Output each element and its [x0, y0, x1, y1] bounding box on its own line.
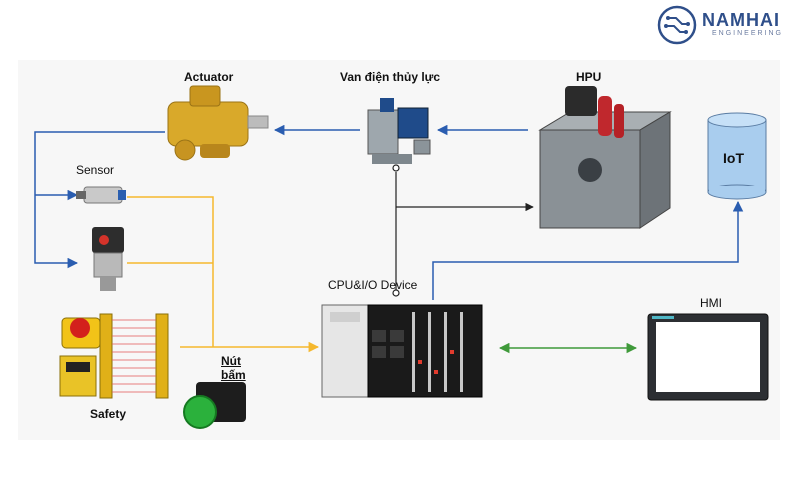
hmi-label: HMI [700, 296, 722, 310]
push-button-device [183, 382, 246, 429]
valve-label: Van điện thủy lực [340, 70, 441, 84]
safety-devices [59, 313, 169, 399]
actuator-device [167, 85, 269, 161]
proximity-sensor-device [76, 186, 126, 204]
hmi-panel-device [647, 313, 769, 401]
sensor-label: Sensor [76, 163, 115, 177]
push-button-label-line1: Nút [221, 354, 241, 368]
signal-lines [127, 196, 320, 353]
pressure-sensor-device [92, 227, 124, 291]
cpu-io-label: CPU&I/O Device [328, 278, 418, 292]
cpu-io-rack-device [321, 304, 483, 398]
iot-label: IoT [723, 150, 744, 166]
brand-name: NAMHAI [702, 10, 780, 30]
brand-tagline: ENGINEERING [712, 30, 784, 37]
hydraulic-valve-device [367, 98, 431, 164]
push-button-label-line2: bấm [221, 368, 246, 382]
circuit-globe-icon [657, 5, 697, 45]
brand-logo [656, 4, 786, 46]
hydraulic-lines [34, 124, 744, 300]
safety-label: Safety [90, 407, 127, 421]
hpu-device [538, 86, 672, 229]
iot-database-icon [707, 112, 767, 200]
actuator-label: Actuator [184, 70, 234, 84]
hpu-label: HPU [576, 70, 602, 84]
control-lines [392, 164, 534, 297]
